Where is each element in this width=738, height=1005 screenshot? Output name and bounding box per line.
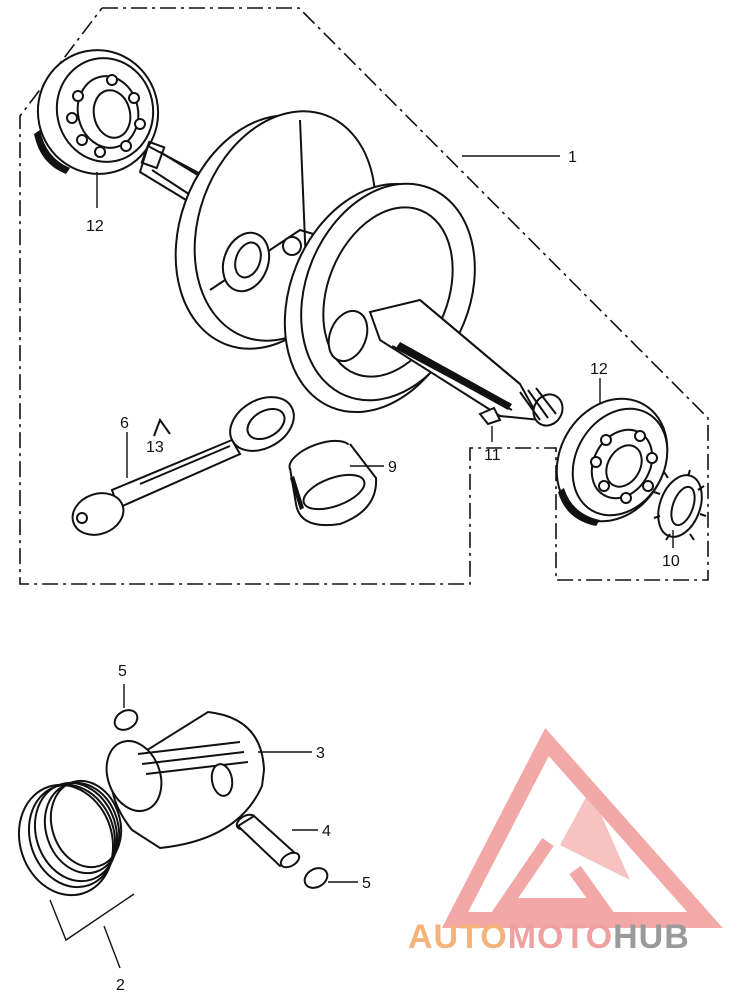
bearing-right	[555, 397, 669, 526]
piston-pin	[235, 813, 301, 869]
watermark-text-hub: HUB	[613, 918, 690, 956]
callout-10: 10	[662, 553, 680, 570]
watermark-logo-triangle	[441, 727, 723, 928]
callout-numbers: 1 12 12 6 13 11 9 10 5 3 4 5 2	[86, 149, 680, 994]
callout-1: 1	[568, 149, 577, 166]
callout-5-top: 5	[118, 663, 127, 680]
callout-12-top: 12	[86, 218, 104, 235]
watermark-logo-inner-triangle	[560, 790, 630, 880]
assembly-boundary-dashed	[19, 7, 709, 585]
watermark-logo	[441, 727, 723, 928]
washer-symbol	[153, 417, 171, 437]
bearing-top-left	[34, 49, 160, 175]
callout-4: 4	[322, 823, 331, 840]
needle-bearing	[288, 439, 378, 526]
watermark-text: AUTOMOTOHUB	[408, 918, 690, 956]
callout-9: 9	[388, 459, 397, 476]
callout-6: 6	[120, 415, 129, 432]
callout-5-bottom: 5	[362, 875, 371, 892]
leader-lines	[49, 155, 674, 969]
piston	[105, 710, 266, 850]
woodruff-key	[478, 406, 502, 426]
callout-12-right: 12	[590, 361, 608, 378]
watermark-text-auto: AUTO	[408, 918, 508, 956]
circlip-upper	[113, 709, 139, 731]
watermark-logo-inner-mark	[491, 838, 614, 912]
circlip-lower	[303, 867, 329, 889]
connecting-rod	[71, 396, 295, 536]
crankshaft	[138, 110, 564, 427]
piston-rings	[17, 779, 123, 897]
callout-13: 13	[146, 439, 164, 456]
watermark-text-moto: MOTO	[508, 918, 613, 956]
callout-11: 11	[484, 447, 501, 464]
callout-2: 2	[116, 977, 125, 994]
gear-nut	[653, 469, 707, 541]
callout-3: 3	[316, 745, 325, 762]
